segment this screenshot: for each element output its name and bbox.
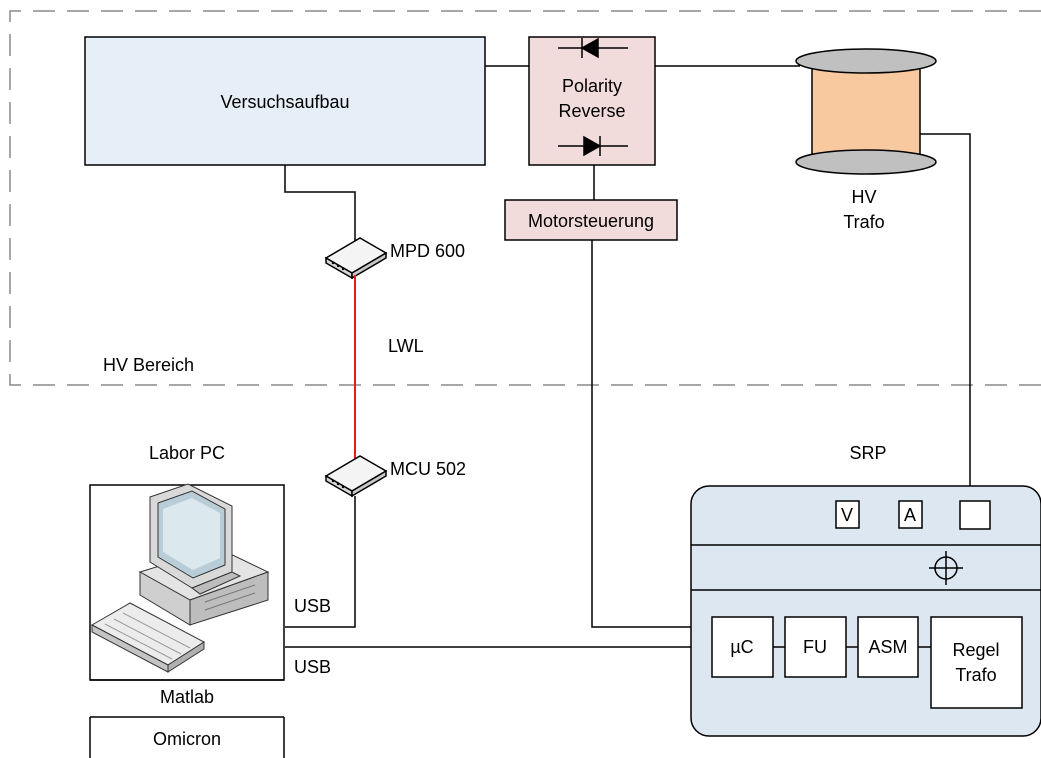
motor-control-box [504,199,678,241]
srp-voltmeter-label: V [841,505,853,525]
link-motor-uc [591,240,712,628]
srp-regel-trafo-line2: Trafo [955,665,996,685]
hv-area-boundary [9,10,1041,386]
usb-srp-label: USB [294,657,331,677]
lab-pc-title: Labor PC [149,443,225,463]
srp-voltmeter [835,500,860,529]
test-setup-box [84,36,486,166]
srp-indicator [959,500,991,530]
lab-pc-software-omicron: Omicron [153,729,221,749]
srp-module-fu-label: FU [803,637,827,657]
diode-top-icon [558,37,628,59]
mpd-device-icon [324,237,388,280]
lab-pc-software-matlab: Matlab [160,687,214,707]
srp-module-asm-label: ASM [868,637,907,657]
srp-ammeter-label: A [904,505,916,525]
link-setup-mpd [284,165,356,243]
diode-bottom-icon [558,135,628,157]
fiber-link-label: LWL [388,336,424,356]
polarity-reverse-line1: Polarity [562,76,622,96]
srp-module-uc-label: µC [730,637,753,657]
srp-module-uc [711,616,774,678]
mpd-label: MPD 600 [390,241,465,261]
computer-icon [90,483,270,673]
polarity-reverse-line2: Reverse [558,101,625,121]
hv-area-label: HV Bereich [103,355,194,375]
link-trafo-srp [920,133,971,486]
srp-ammeter [898,500,923,529]
srp-title: SRP [849,443,886,463]
mcu-label: MCU 502 [390,459,466,479]
crosshair-icon [929,551,963,585]
hv-transformer-line2: Trafo [843,212,884,232]
mcu-device-icon [324,455,388,498]
hv-transformer-line1: HV [851,187,876,207]
link-mcu-pc [285,496,356,628]
hv-transformer-icon [795,48,937,175]
srp-regel-trafo [930,616,1023,709]
srp-regel-trafo-line1: Regel [952,640,999,660]
srp-module-fu [784,616,847,678]
usb-mcu-label: USB [294,596,331,616]
test-setup-label: Versuchsaufbau [220,92,349,112]
motor-control-label: Motorsteuerung [528,211,654,231]
